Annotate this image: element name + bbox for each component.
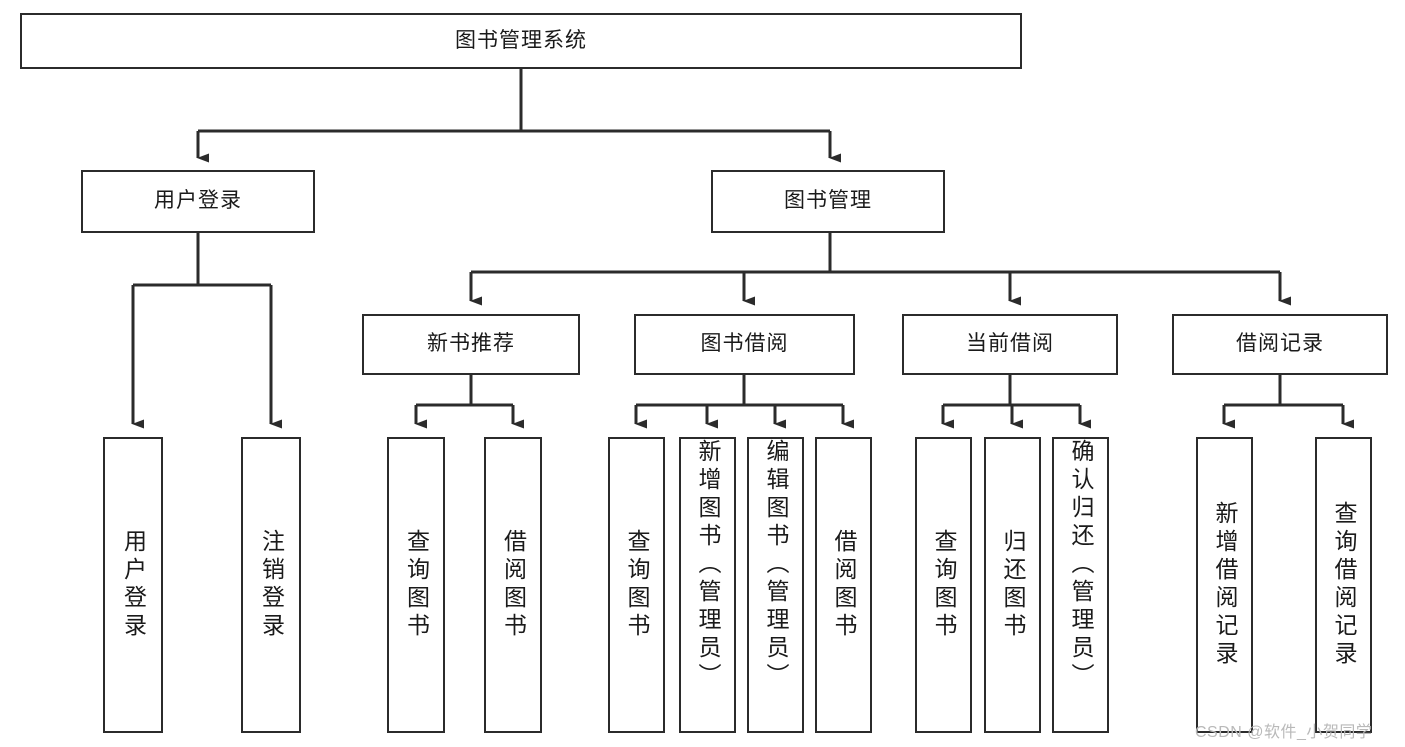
leaf-query-book-recommend-label: 查询图书	[403, 529, 430, 641]
node-borrow-records[interactable]: 借阅记录	[1172, 314, 1388, 375]
node-new-book-recommend[interactable]: 新书推荐	[362, 314, 580, 375]
node-current-borrow-label: 当前借阅	[966, 332, 1054, 356]
watermark: CSDN @软件_小贺同学	[1195, 724, 1373, 741]
node-book-management-label: 图书管理	[784, 189, 872, 213]
leaf-query-book-recommend[interactable]: 查询图书	[387, 437, 445, 733]
leaf-query-borrow-record[interactable]: 查询借阅记录	[1315, 437, 1372, 733]
leaf-query-book-current[interactable]: 查询图书	[915, 437, 972, 733]
node-book-borrow-label: 图书借阅	[700, 332, 789, 356]
leaf-logout[interactable]: 注销登录	[241, 437, 301, 733]
leaf-user-login[interactable]: 用户登录	[103, 437, 163, 733]
leaf-query-book-current-label: 查询图书	[931, 529, 957, 641]
leaf-add-borrow-record-label: 新增借阅记录	[1212, 501, 1238, 669]
node-user-login-label: 用户登录	[154, 189, 242, 213]
leaf-add-book-admin-label: 新增图书（管理员）	[695, 439, 721, 691]
leaf-add-borrow-record[interactable]: 新增借阅记录	[1196, 437, 1253, 733]
leaf-query-book-borrow[interactable]: 查询图书	[608, 437, 665, 733]
leaf-confirm-return-admin[interactable]: 确认归还（管理员）	[1052, 437, 1109, 733]
leaf-confirm-return-admin-label: 确认归还（管理员）	[1068, 439, 1094, 691]
node-new-book-recommend-label: 新书推荐	[427, 332, 515, 356]
leaf-borrow-book-recommend-label: 借阅图书	[500, 529, 527, 641]
node-root-label: 图书管理系统	[455, 28, 587, 52]
leaf-query-borrow-record-label: 查询借阅记录	[1331, 501, 1357, 669]
leaf-query-book-borrow-label: 查询图书	[624, 529, 650, 641]
leaf-return-book[interactable]: 归还图书	[984, 437, 1041, 733]
leaf-borrow-book[interactable]: 借阅图书	[815, 437, 872, 733]
node-borrow-records-label: 借阅记录	[1236, 332, 1324, 356]
leaf-user-login-label: 用户登录	[120, 529, 147, 641]
node-root[interactable]: 图书管理系统	[20, 13, 1022, 69]
node-current-borrow[interactable]: 当前借阅	[902, 314, 1118, 375]
node-book-borrow[interactable]: 图书借阅	[634, 314, 855, 375]
leaf-add-book-admin[interactable]: 新增图书（管理员）	[679, 437, 736, 733]
leaf-borrow-book-label: 借阅图书	[831, 529, 857, 641]
node-book-management[interactable]: 图书管理	[711, 170, 945, 233]
leaf-borrow-book-recommend[interactable]: 借阅图书	[484, 437, 542, 733]
node-user-login[interactable]: 用户登录	[81, 170, 315, 233]
leaf-edit-book-admin[interactable]: 编辑图书（管理员）	[747, 437, 804, 733]
leaf-edit-book-admin-label: 编辑图书（管理员）	[763, 439, 789, 691]
leaf-return-book-label: 归还图书	[1000, 529, 1026, 641]
leaf-logout-label: 注销登录	[258, 529, 285, 641]
